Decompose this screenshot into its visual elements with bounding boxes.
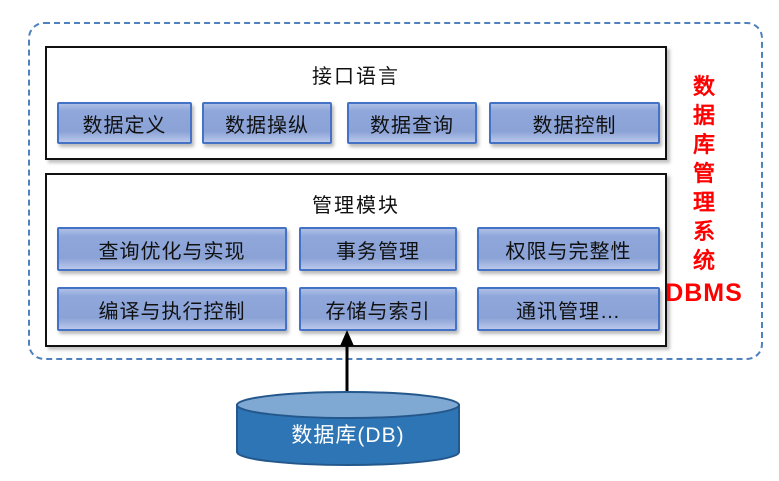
module-query-optimization: 查询优化与实现 bbox=[57, 227, 287, 271]
database-label: 数据库(DB) bbox=[291, 424, 405, 447]
module-data-control: 数据控制 bbox=[489, 102, 660, 144]
module-communication-management: 通讯管理… bbox=[477, 287, 660, 331]
management-module-box: 管理模块 查询优化与实现 事务管理 权限与完整性 编译与执行控制 存储与索引 通… bbox=[45, 173, 667, 347]
module-data-query: 数据查询 bbox=[347, 102, 477, 144]
module-storage-index: 存储与索引 bbox=[299, 287, 457, 331]
module-data-definition: 数据定义 bbox=[57, 102, 192, 144]
side-label-char: 数 bbox=[692, 74, 715, 99]
db-to-storage-arrow bbox=[340, 330, 354, 394]
side-label-char: 统 bbox=[692, 248, 715, 273]
dbms-dashed-frame bbox=[28, 22, 763, 360]
dbms-side-label: 数 据 库 管 理 系 统 DBMS bbox=[654, 72, 754, 308]
interface-box-title: 接口语言 bbox=[312, 66, 400, 88]
module-transaction-management: 事务管理 bbox=[299, 227, 457, 271]
side-label-char: 据 bbox=[692, 103, 715, 128]
module-data-manipulation: 数据操纵 bbox=[202, 102, 332, 144]
database-cylinder bbox=[236, 391, 460, 466]
management-box-title: 管理模块 bbox=[312, 195, 400, 217]
side-label-char: 理 bbox=[692, 190, 715, 215]
module-authorization-integrity: 权限与完整性 bbox=[477, 227, 660, 271]
interface-language-box: 接口语言 数据定义 数据操纵 数据查询 数据控制 bbox=[45, 46, 667, 160]
module-compile-execution-control: 编译与执行控制 bbox=[57, 287, 287, 331]
side-label-char: 库 bbox=[692, 132, 715, 157]
side-label-char: 系 bbox=[692, 219, 715, 244]
dbms-abbreviation: DBMS bbox=[665, 279, 743, 307]
side-label-char: 管 bbox=[692, 161, 715, 186]
